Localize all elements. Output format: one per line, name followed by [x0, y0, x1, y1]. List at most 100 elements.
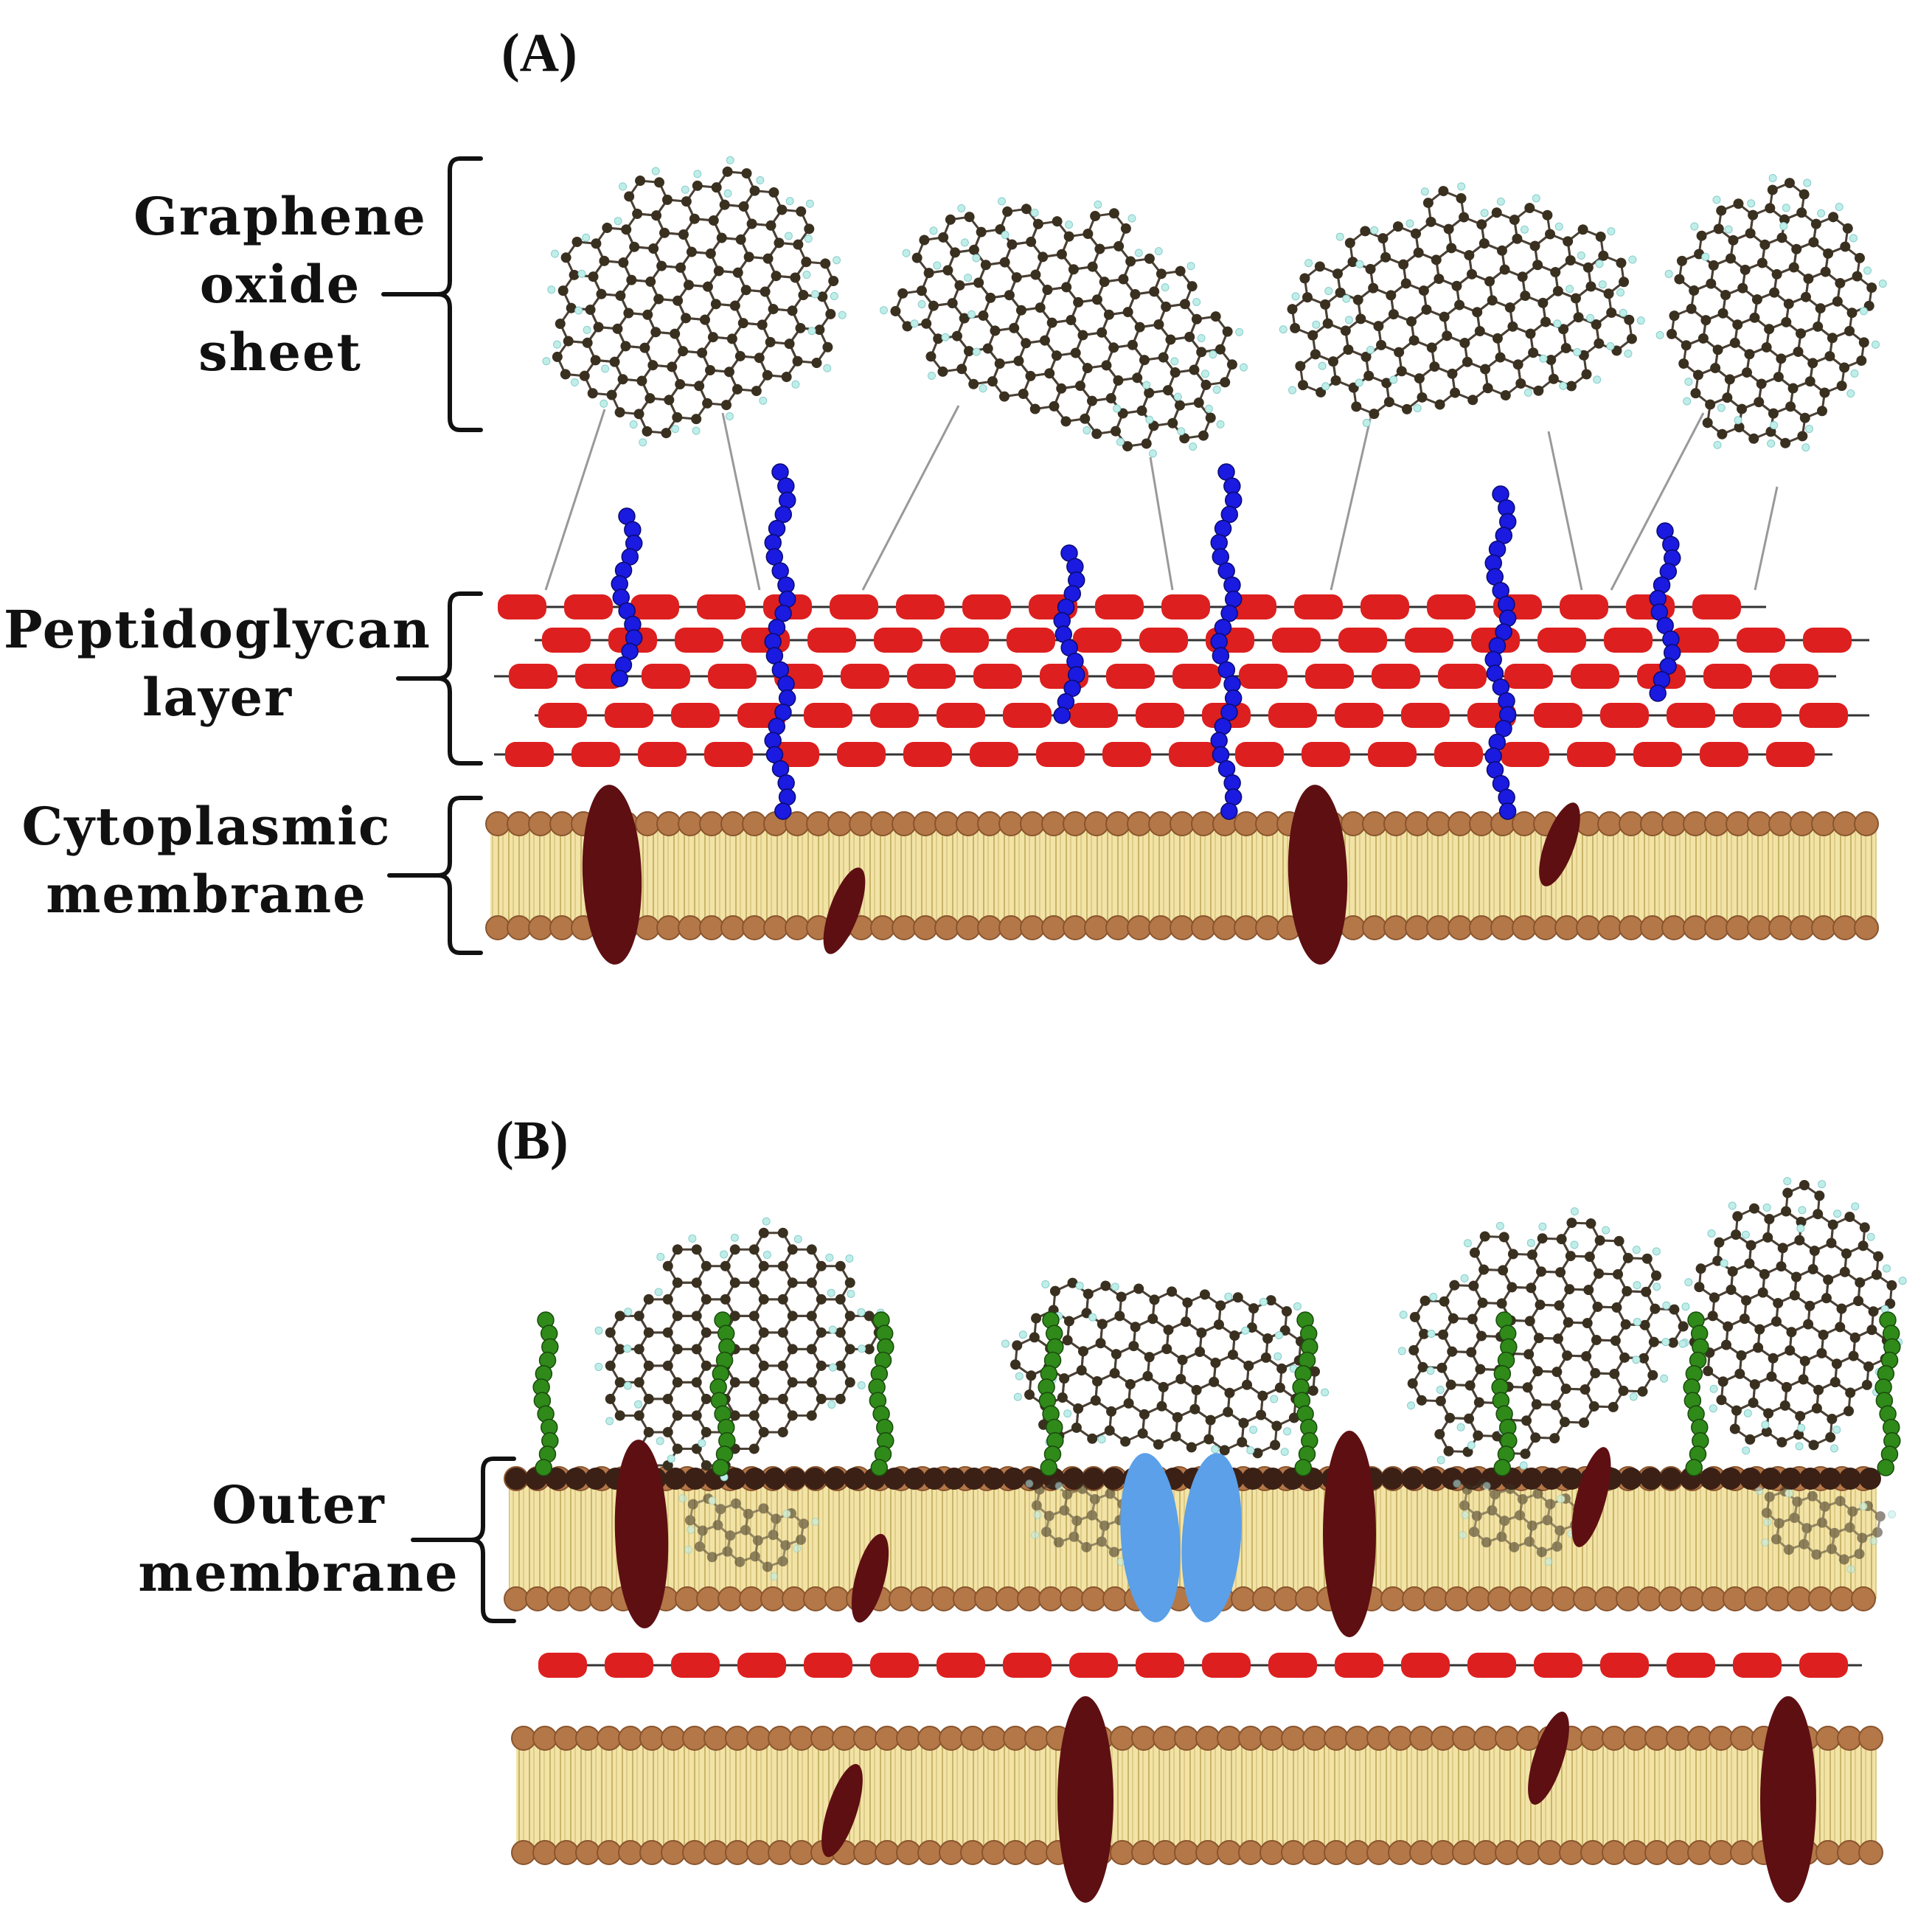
hydrogen-atom	[1459, 1530, 1467, 1539]
peptidoglycan-block	[542, 628, 591, 653]
hydrogen-atom	[910, 319, 919, 328]
hydrogen-atom	[1593, 375, 1602, 384]
outer-membrane-label: Outer membrane	[133, 1471, 465, 1607]
carbon-atom	[1215, 344, 1226, 355]
carbon-atom	[1175, 1373, 1186, 1384]
carbon-atom	[699, 314, 710, 325]
lps-chain-icon	[532, 1311, 559, 1476]
carbon-atom	[1191, 313, 1202, 324]
hydrogen-atom	[1200, 369, 1209, 378]
tether-lines-layer	[544, 405, 1779, 591]
lipid-head	[746, 1726, 771, 1751]
carbon-atom	[1542, 209, 1553, 221]
hydrogen-atom	[698, 1439, 706, 1448]
lps-core	[565, 1468, 587, 1490]
carbon-atom	[1797, 431, 1808, 442]
hydrogen-atom	[1566, 285, 1574, 294]
carbon-atom	[1162, 385, 1173, 396]
carbon-atom	[1648, 1336, 1659, 1347]
membrane-protein-icon	[1539, 802, 1580, 886]
carbon-atom	[623, 308, 634, 319]
lipid-head	[1644, 1840, 1669, 1865]
carbon-atom	[1307, 1385, 1318, 1396]
carbon-atom	[1459, 338, 1470, 349]
lipid-head	[1858, 1840, 1883, 1865]
carbon-atom	[1087, 261, 1098, 272]
lipid-head	[485, 811, 510, 836]
hydrogen-atom	[827, 1288, 835, 1297]
carbon-atom	[1765, 203, 1776, 214]
peptidoglycan-block	[1361, 594, 1409, 619]
carbon-atom	[1030, 269, 1041, 280]
lipid-head	[1747, 915, 1772, 940]
carbon-atom	[1056, 249, 1067, 260]
carbon-atom	[1025, 370, 1036, 381]
chain-bead	[774, 604, 792, 622]
peptidoglycan-block	[671, 1653, 720, 1678]
carbon-atom	[1564, 1284, 1575, 1295]
carbon-atom	[662, 1426, 673, 1437]
carbon-atom	[1841, 1248, 1852, 1259]
lps-core	[1859, 1468, 1881, 1490]
peptidoglycan-block	[1438, 664, 1487, 689]
carbon-atom	[1343, 344, 1354, 355]
carbon-atom	[964, 212, 975, 223]
lipid-head	[1644, 1726, 1669, 1751]
hydrogen-atom	[1211, 1445, 1220, 1454]
carbon-atom	[1581, 369, 1592, 380]
carbon-atom	[1808, 237, 1819, 248]
carbon-atom	[1127, 339, 1138, 350]
carbon-atom	[1015, 305, 1026, 316]
carbon-atom	[1420, 1295, 1431, 1306]
carbon-atom	[643, 1360, 654, 1371]
hydrogen-atom	[1216, 420, 1225, 428]
hydrogen-atom	[1111, 1282, 1119, 1291]
carbon-atom	[1591, 319, 1602, 330]
carbon-atom	[1573, 312, 1584, 323]
hydrogen-atom	[692, 426, 701, 435]
carbon-atom	[781, 372, 792, 383]
hydrogen-atom	[542, 357, 551, 366]
lipid-head	[635, 915, 660, 940]
peptidoglycan-block	[1600, 703, 1649, 728]
peptidoglycan-block	[1401, 703, 1450, 728]
carbon-atom	[1584, 1252, 1595, 1263]
carbon-atom	[1071, 1516, 1083, 1527]
hydrogen-atom	[1399, 1311, 1408, 1319]
carbon-atom	[806, 1344, 817, 1355]
peptidoglycan-block	[896, 594, 945, 619]
carbon-atom	[599, 255, 610, 266]
lipid-head	[939, 1726, 964, 1751]
carbon-atom	[1409, 1311, 1420, 1322]
lipid-head	[981, 1726, 1007, 1751]
carbon-atom	[1603, 288, 1614, 299]
hydrogen-atom	[577, 269, 586, 278]
lipid-head	[870, 811, 895, 836]
hydrogen-atom	[1420, 187, 1429, 196]
carbon-atom	[1083, 1288, 1094, 1299]
lipid-head	[1234, 811, 1259, 836]
lipid-head	[827, 811, 852, 836]
hydrogen-atom	[793, 1544, 802, 1553]
carbon-atom	[1134, 322, 1145, 333]
carbon-atom	[648, 243, 659, 254]
hydrogen-atom	[807, 327, 816, 336]
hydrogen-atom	[667, 1454, 675, 1463]
lipid-head	[1495, 1726, 1520, 1751]
chain-bead	[611, 670, 628, 687]
carbon-atom	[639, 342, 650, 353]
carbon-atom	[1526, 1249, 1537, 1260]
carbon-atom	[1744, 349, 1755, 360]
carbon-atom	[1853, 1295, 1864, 1306]
hydrogen-atom	[1747, 199, 1756, 208]
carbon-atom	[1149, 1294, 1160, 1305]
carbon-atom	[1116, 1291, 1127, 1302]
lipid-head	[554, 1840, 579, 1865]
carbon-atom	[1113, 240, 1125, 251]
peptidoglycan-block	[538, 703, 587, 728]
lipid-head	[889, 1586, 914, 1611]
hydrogen-atom	[1798, 1206, 1807, 1215]
carbon-atom	[758, 1260, 769, 1271]
carbon-atom	[1052, 216, 1063, 227]
hydrogen-atom	[619, 182, 628, 191]
